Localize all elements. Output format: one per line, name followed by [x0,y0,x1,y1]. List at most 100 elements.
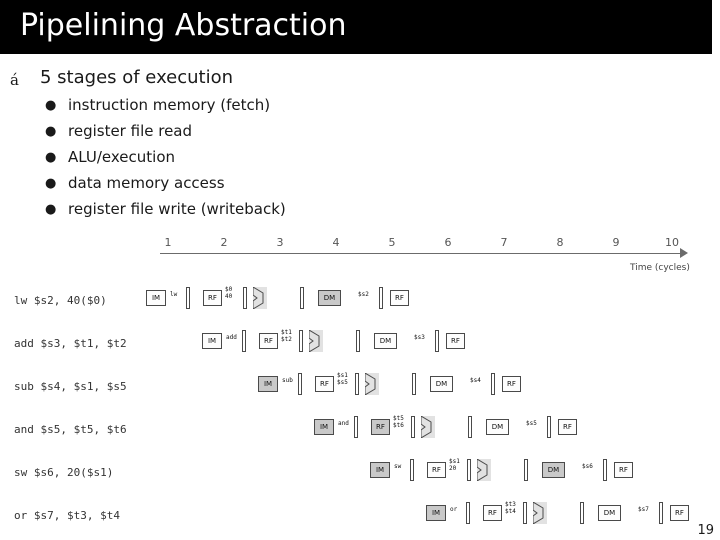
stage-op-label: or [450,506,458,513]
bullet-level2-label: register file read [68,122,193,140]
pipeline-register [467,459,471,481]
stage-dest-label: $s5 [526,420,537,427]
stage-im: IM [370,462,390,478]
stage-rf-writeback: RF [390,290,409,306]
stage-rf: RF [427,462,446,478]
bullet-level1-label: 5 stages of execution [40,67,234,88]
cycle-number: 4 [332,236,340,249]
pipeline-diagram: 1 2 3 4 5 6 7 8 9 10 Time (cycles) lw $s… [0,232,720,532]
stage-rf: RF [371,419,390,435]
bullet-level2-1: ● register file read [45,122,685,144]
title-bar: Pipelining Abstraction [0,0,712,54]
stage-im: IM [314,419,334,435]
stage-op-label: sub [282,377,293,384]
bullet-level2-label: register file write (writeback) [68,200,286,218]
stage-rf-writeback: RF [446,333,465,349]
pipeline-register [379,287,383,309]
pipeline-register [243,287,247,309]
stage-rf-writeback: RF [502,376,521,392]
stage-im: IM [426,505,446,521]
stage-operands-label: $s1$s5 [337,372,348,386]
instruction-label: lw $s2, 40($0) [14,294,107,307]
time-axis [160,253,682,254]
stage-alu-icon [421,416,435,438]
pipeline-register [524,459,528,481]
instruction-label: add $s3, $t1, $t2 [14,337,127,350]
instruction-label: and $s5, $t5, $t6 [14,423,127,436]
stage-dm: DM [486,419,509,435]
slide-number: 19 [697,523,714,538]
stage-op-label: add [226,334,237,341]
pipeline-register [547,416,551,438]
pipeline-register [355,373,359,395]
instruction-label: sw $s6, 20($s1) [14,466,114,479]
bullet-level2-3: ● data memory access [45,174,685,196]
stage-rf: RF [259,333,278,349]
bullet-level2-label: ALU/execution [68,148,175,166]
bullet-dot-icon: ● [45,124,57,139]
cycle-number: 9 [612,236,620,249]
axis-arrow-icon [680,248,688,258]
bullet-level1: á 5 stages of execution [10,67,700,91]
bullet-level2-2: ● ALU/execution [45,148,685,170]
stage-dm: DM [318,290,341,306]
stage-op-label: lw [170,291,178,298]
cycle-number: 2 [220,236,228,249]
pipeline-register [659,502,663,524]
bullet-dot-icon: ● [45,202,57,217]
stage-alu-icon [253,287,267,309]
stage-dm: DM [374,333,397,349]
stage-dest-label: $s6 [582,463,593,470]
bullet-marker-icon: á [10,71,19,89]
pipeline-register [410,459,414,481]
stage-alu-icon [533,502,547,524]
pipeline-register [354,416,358,438]
cycle-number: 8 [556,236,564,249]
stage-im: IM [146,290,166,306]
cycle-number: 7 [500,236,508,249]
page-title: Pipelining Abstraction [20,8,347,43]
pipeline-register [491,373,495,395]
stage-op-label: and [338,420,349,427]
pipeline-register [412,373,416,395]
bullet-level2-0: ● instruction memory (fetch) [45,96,685,118]
pipeline-register [468,416,472,438]
stage-operands-label: $t5$t6 [393,415,404,429]
cycle-number: 10 [665,236,679,249]
stage-im: IM [258,376,278,392]
stage-dest-label: $s3 [414,334,425,341]
stage-dm: DM [430,376,453,392]
stage-alu-icon [309,330,323,352]
stage-dest-label: $s2 [358,291,369,298]
bullet-level2-label: instruction memory (fetch) [68,96,271,114]
bullet-dot-icon: ● [45,176,57,191]
bullet-dot-icon: ● [45,150,57,165]
stage-rf: RF [483,505,502,521]
pipeline-register [603,459,607,481]
stage-op-label: sw [394,463,402,470]
stage-operands-label: $t3$t4 [505,501,516,515]
pipeline-register [299,330,303,352]
instruction-label: or $s7, $t3, $t4 [14,509,120,522]
stage-im: IM [202,333,222,349]
cycle-number: 5 [388,236,396,249]
stage-rf-writeback: RF [670,505,689,521]
bullet-level2-label: data memory access [68,174,225,192]
cycle-number: 1 [164,236,172,249]
stage-alu-icon [365,373,379,395]
pipeline-register [186,287,190,309]
pipeline-register [580,502,584,524]
stage-rf-writeback: RF [558,419,577,435]
stage-alu-icon [477,459,491,481]
cycle-number: 6 [444,236,452,249]
stage-dm: DM [542,462,565,478]
stage-dest-label: $s7 [638,506,649,513]
pipeline-register [298,373,302,395]
pipeline-register [435,330,439,352]
pipeline-register [411,416,415,438]
pipeline-register [242,330,246,352]
pipeline-register [466,502,470,524]
stage-rf-writeback: RF [614,462,633,478]
